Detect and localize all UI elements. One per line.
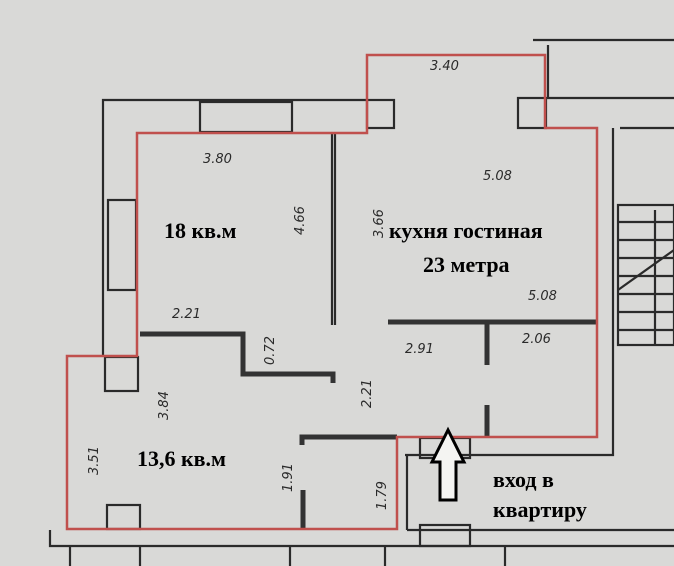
dim-large-depth: 4.66 — [293, 206, 308, 235]
dim-kitchen-depth: 3.66 — [372, 209, 387, 238]
dim-large-width: 3.80 — [203, 152, 232, 167]
apartment-outline — [65, 53, 599, 531]
dim-kitchen-width-top: 5.08 — [483, 169, 512, 184]
dim-top-tower: 3.40 — [430, 59, 459, 74]
dim-closet-a: 1.91 — [281, 463, 296, 492]
dim-kitchen-width-mid: 5.08 — [528, 289, 557, 304]
room-label-kitchen-living: кухня гостиная — [389, 218, 543, 243]
dim-hall-gap: 0.72 — [263, 336, 278, 365]
dim-bath: 2.06 — [522, 332, 551, 347]
building-walls — [48, 38, 674, 566]
staircase — [616, 203, 674, 347]
room-label-kitchen-area: 23 метра — [423, 252, 510, 277]
entrance-arrow-icon — [429, 426, 467, 502]
interior-walls — [140, 134, 598, 528]
dim-closet-b: 1.79 — [375, 481, 390, 510]
entrance-label-line2: квартиру — [493, 497, 587, 522]
dim-hall-depth: 2.21 — [360, 379, 375, 408]
dim-small-depth: 3.84 — [157, 391, 172, 420]
dim-hall-left: 2.21 — [172, 307, 201, 322]
room-label-large-bedroom: 18 кв.м — [164, 218, 237, 243]
dim-small-left: 3.51 — [87, 446, 102, 475]
entrance-label-line1: вход в — [493, 467, 554, 492]
room-label-small-bedroom: 13,6 кв.м — [137, 446, 226, 471]
dim-corridor: 2.91 — [405, 342, 434, 357]
